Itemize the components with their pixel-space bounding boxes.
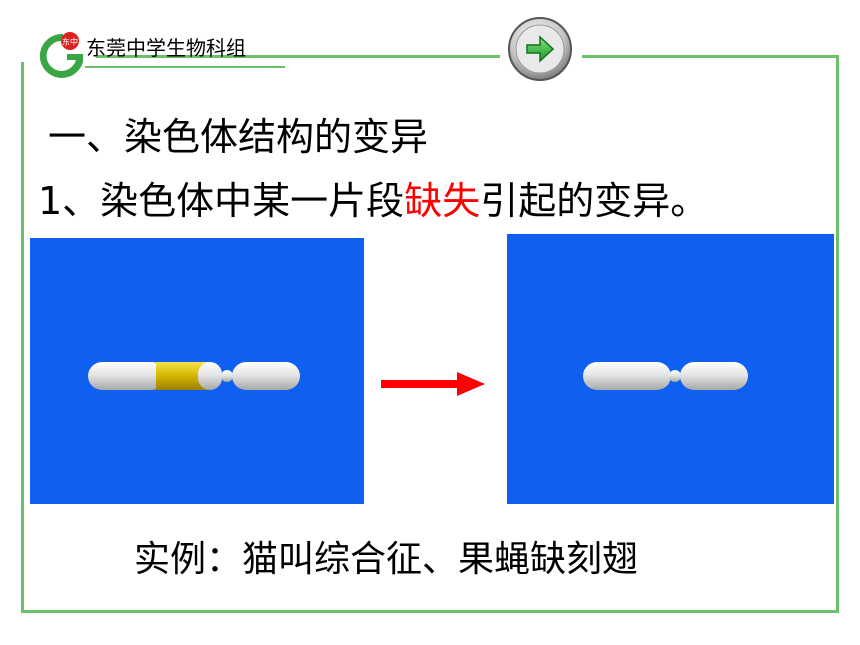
arrow-right-icon [526, 35, 555, 63]
subtitle-prefix: 1、染色体中某一片段 [38, 179, 405, 223]
section-title: 一、染色体结构的变异 [48, 115, 429, 159]
slide-frame [21, 55, 839, 613]
school-name: 东莞中学生物科组 [86, 36, 246, 60]
logo-badge-text: 东中 [62, 37, 78, 47]
school-logo: 东中 [39, 32, 83, 78]
example-text: 实例：猫叫综合征、果蝇缺刻翅 [134, 539, 639, 580]
subtitle: 1、染色体中某一片段缺失引起的变异。 [38, 170, 708, 225]
chromosome-before-illustration [88, 362, 300, 390]
centromere [669, 370, 681, 382]
subtitle-highlight: 缺失 [404, 179, 481, 223]
centromere [221, 370, 233, 382]
next-arrow-button[interactable] [507, 16, 573, 82]
subtitle-suffix: 引起的变异。 [480, 179, 709, 223]
before-panel [30, 238, 364, 504]
header-underline [85, 66, 285, 68]
after-panel [507, 234, 834, 504]
chromosome-after-illustration [583, 362, 748, 390]
transition-arrow-icon [381, 372, 485, 396]
